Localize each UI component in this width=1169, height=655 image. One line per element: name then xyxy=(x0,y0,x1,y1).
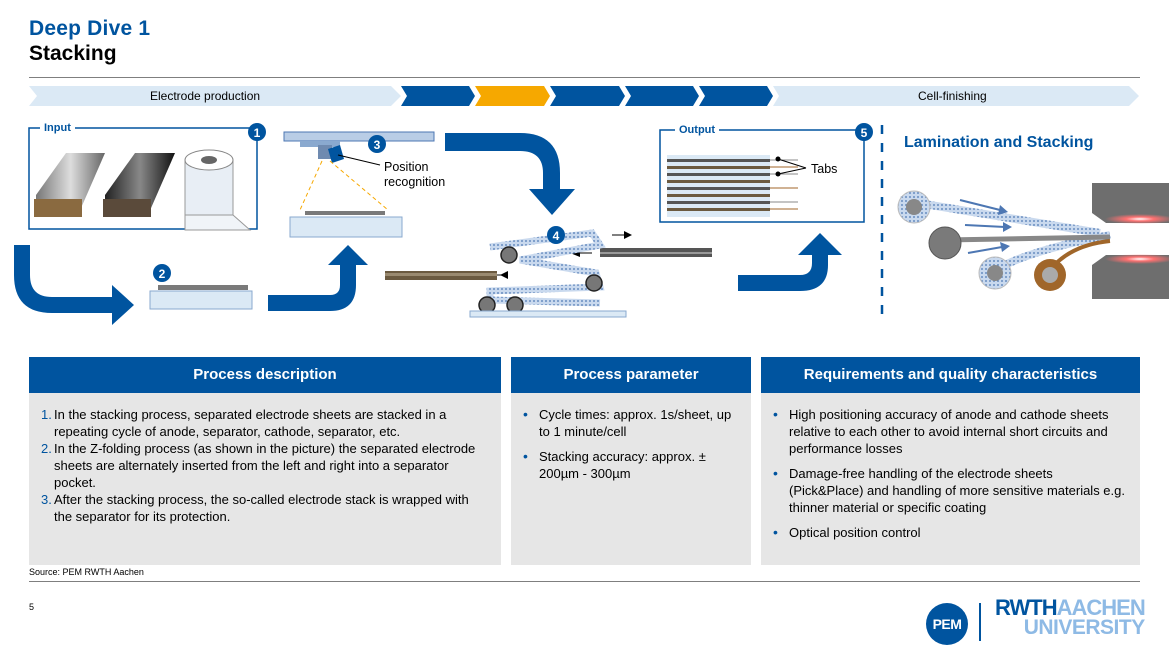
input-materials-image xyxy=(34,149,252,231)
page-title: Deep Dive 1 xyxy=(29,17,151,40)
description-item: 2.In the Z-folding process (as shown in … xyxy=(41,441,476,490)
flow-arrow-3 xyxy=(445,133,575,215)
step-number-3: 3 xyxy=(374,138,381,152)
process-description-body: 1.In the stacking process, separated ele… xyxy=(29,393,501,565)
chain-stage-5 xyxy=(699,86,773,106)
flow-arrow-2 xyxy=(268,245,368,311)
step-number-1: 1 xyxy=(254,126,261,140)
logo-divider xyxy=(979,603,981,641)
chain-label-electrode-production: Electrode production xyxy=(150,89,261,103)
process-parameter-panel: Process parameter Cycle times: approx. 1… xyxy=(511,357,751,565)
source-note: Source: PEM RWTH Aachen xyxy=(29,567,144,577)
requirements-heading: Requirements and quality characteristics xyxy=(761,357,1140,393)
lamination-title: Lamination and Stacking xyxy=(904,134,1094,151)
rwth-logo-university: UNIVERSITY xyxy=(1023,616,1146,639)
header-divider xyxy=(29,77,1140,78)
rwth-logo: RWTHAACHEN UNIVERSITY xyxy=(995,595,1146,639)
z-folding-image xyxy=(385,229,712,318)
process-description-panel: Process description 1.In the stacking pr… xyxy=(29,357,501,565)
input-label: Input xyxy=(40,122,75,134)
chain-stage-cell-finishing xyxy=(773,86,1139,106)
rwth-logo-aachen: AACHEN xyxy=(1056,595,1146,620)
lamination-machine-image xyxy=(897,183,1169,299)
chain-label-cell-finishing: Cell-finishing xyxy=(918,89,987,103)
chain-stage-electrode-production xyxy=(29,86,401,106)
description-item: 1.In the stacking process, separated ele… xyxy=(41,407,447,439)
chain-stage-stacking xyxy=(475,86,550,106)
gantry-robot-image xyxy=(283,131,435,238)
requirements-body: High positioning accuracy of anode and c… xyxy=(761,393,1140,565)
output-box xyxy=(659,129,865,223)
requirement-item: Optical position control xyxy=(771,524,1128,541)
electrode-stack-image xyxy=(667,155,807,217)
step-badge-2 xyxy=(153,264,171,282)
description-item: 3.After the stacking process, the so-cal… xyxy=(41,492,469,524)
chain-stage-3 xyxy=(550,86,625,106)
process-parameter-heading: Process parameter xyxy=(511,357,751,393)
tabs-label: Tabs xyxy=(811,162,838,176)
position-recognition-label: Position recognition xyxy=(384,160,446,189)
process-parameter-body: Cycle times: approx. 1s/sheet, up to 1 m… xyxy=(511,393,751,565)
separator-tray-image xyxy=(149,285,253,310)
requirement-item: Damage-free handling of the electrode sh… xyxy=(771,465,1128,516)
step-badge-4 xyxy=(547,226,565,244)
chain-stage-1 xyxy=(401,86,475,106)
footer-divider xyxy=(29,581,1140,582)
process-chain xyxy=(29,86,1139,106)
output-label: Output xyxy=(675,124,720,136)
step-badge-3 xyxy=(368,135,386,153)
step-badge-5 xyxy=(855,123,873,141)
step-badge-1 xyxy=(248,123,266,141)
pem-logo: PEM xyxy=(926,603,968,645)
flow-arrow-1 xyxy=(14,245,134,325)
step-number-2: 2 xyxy=(159,267,166,281)
process-description-heading: Process description xyxy=(29,357,501,393)
requirement-item: High positioning accuracy of anode and c… xyxy=(771,406,1128,457)
input-box xyxy=(28,127,258,230)
parameter-item: Stacking accuracy: approx. ± 200µm - 300… xyxy=(521,448,741,482)
step-number-5: 5 xyxy=(861,126,868,140)
rwth-logo-rwth: RWTH xyxy=(995,595,1058,620)
page-number: 5 xyxy=(29,602,35,612)
parameter-item: Cycle times: approx. 1s/sheet, up to 1 m… xyxy=(521,406,741,440)
page-subtitle: Stacking xyxy=(29,42,117,65)
stacking-diagram: 1 2 3 xyxy=(14,123,1169,325)
requirements-panel: Requirements and quality characteristics… xyxy=(761,357,1140,565)
chain-stage-4 xyxy=(625,86,699,106)
step-number-4: 4 xyxy=(553,229,560,243)
flow-arrow-4 xyxy=(738,233,842,291)
